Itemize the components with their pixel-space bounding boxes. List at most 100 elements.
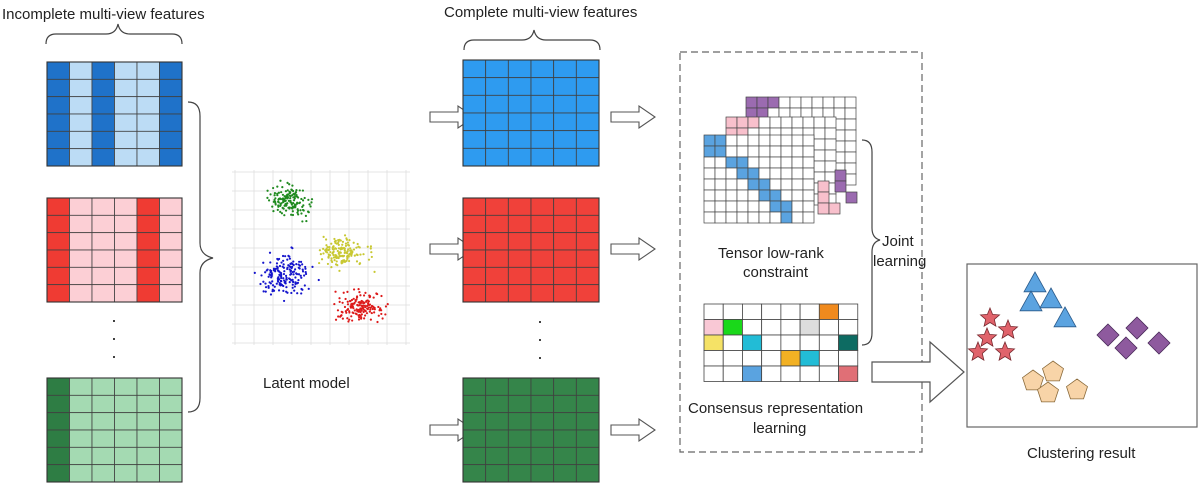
latent-point-red xyxy=(357,287,360,291)
tensor-blue-cell xyxy=(725,211,738,224)
inc-v1-cell xyxy=(91,78,115,98)
cmp-v1-cell xyxy=(485,77,509,96)
latent-point-red xyxy=(351,305,354,308)
diamond-point xyxy=(1125,316,1149,340)
cmp-v2-cell xyxy=(575,284,600,303)
latent-point-green xyxy=(286,202,289,205)
inc-v2-cell xyxy=(136,232,160,251)
latent-point-blue xyxy=(253,271,256,274)
latent-point-yellow xyxy=(353,254,356,257)
latent-point-green xyxy=(277,201,280,204)
cmp-v1-border xyxy=(462,59,600,167)
cmp-v3-cell xyxy=(507,429,532,448)
consensus-cell xyxy=(703,303,724,320)
tensor-blue-cell xyxy=(758,156,771,169)
latent-point-blue xyxy=(294,276,297,279)
latent-point-blue xyxy=(288,257,292,260)
latent-point-green xyxy=(277,198,280,201)
tensor-blue-cell xyxy=(703,200,716,213)
tensor-pink-cell xyxy=(813,160,826,173)
latent-point-blue xyxy=(288,268,291,271)
latent-point-red xyxy=(361,305,364,308)
latent-point-red xyxy=(364,314,367,317)
arrow-to-joint-2 xyxy=(610,237,656,261)
tensor-blue-cell xyxy=(769,145,782,158)
complete-view-1-matrix xyxy=(462,59,600,167)
latent-point-yellow xyxy=(346,257,349,260)
tensor-pink-cell xyxy=(813,138,826,151)
latent-point-green xyxy=(283,195,286,198)
cmp-v1-cell xyxy=(507,147,532,167)
latent-point-red xyxy=(381,317,384,320)
inc-v2-cell xyxy=(136,284,160,303)
latent-point-blue xyxy=(270,269,273,273)
latent-point-blue xyxy=(269,293,273,296)
consensus-cell xyxy=(818,319,839,336)
latent-point-blue xyxy=(278,264,282,268)
cmp-v3-cell xyxy=(462,464,487,483)
latent-point-yellow xyxy=(370,251,373,254)
cmp-v2-cell xyxy=(485,266,509,286)
inc-v2-cell xyxy=(114,232,138,251)
inc-v2-cell xyxy=(159,214,183,234)
latent-point-yellow xyxy=(341,259,344,262)
latent-point-red xyxy=(341,301,344,304)
latent-point-yellow xyxy=(346,241,349,244)
latent-point-green xyxy=(287,206,290,209)
inc-v3-cell xyxy=(114,412,138,431)
latent-point-green xyxy=(296,208,299,211)
cmp-v1-cell xyxy=(530,130,555,149)
cmp-v3-cell xyxy=(485,394,509,414)
cmp-v3-cell xyxy=(530,412,555,431)
tensor-purple-cell xyxy=(844,96,857,109)
inc-v1-cell xyxy=(114,113,138,132)
tensor-purple-cell xyxy=(811,96,824,109)
views-ellipsis-dot-2: · xyxy=(111,328,117,348)
tensor-blue-cell xyxy=(791,178,804,191)
latent-point-green xyxy=(266,189,269,192)
latent-point-blue xyxy=(267,286,270,289)
latent-point-blue xyxy=(262,280,265,283)
cmp-v1-cell xyxy=(553,147,577,167)
incomplete-view-1-matrix xyxy=(46,61,183,167)
consensus-cell xyxy=(761,365,782,382)
tensor-blue-cell xyxy=(802,200,815,213)
latent-point-green xyxy=(281,185,284,189)
latent-point-red xyxy=(369,308,372,311)
latent-point-blue xyxy=(295,273,299,276)
tensor-pink-cell xyxy=(824,138,837,151)
latent-point-red xyxy=(354,300,357,303)
latent-point-blue xyxy=(299,274,302,277)
inc-v2-cell xyxy=(91,266,115,286)
latent-point-blue xyxy=(267,275,270,278)
latent-point-blue xyxy=(276,280,280,283)
latent-point-red xyxy=(352,311,355,315)
latent-point-green xyxy=(276,194,279,197)
latent-point-green xyxy=(282,201,285,204)
inc-v2-cell xyxy=(136,266,160,286)
cmp-v3-cell xyxy=(485,446,509,466)
cmp-v1-cell xyxy=(462,112,487,132)
tensor-stack xyxy=(703,96,858,224)
latent-point-blue xyxy=(297,263,300,266)
cmp-v2-cell xyxy=(553,232,577,251)
inc-v3-cell xyxy=(114,377,138,396)
latent-point-green xyxy=(283,214,286,217)
joint-brace xyxy=(861,139,881,346)
tensor-blue-cell xyxy=(780,156,793,169)
inc-v2-cell xyxy=(69,284,93,303)
latent-model-scatter xyxy=(253,179,389,324)
inc-v3-cell xyxy=(69,412,93,431)
tensor-label-line2: constraint xyxy=(743,264,809,281)
cmp-v3-cell xyxy=(462,394,487,414)
tensor-blue-cell xyxy=(769,134,782,147)
latent-point-blue xyxy=(287,264,290,267)
consensus-cell xyxy=(722,334,743,351)
latent-point-yellow xyxy=(338,254,341,257)
latent-point-blue xyxy=(272,269,275,272)
latent-point-yellow xyxy=(325,244,328,247)
latent-point-yellow xyxy=(337,247,341,250)
triangle-point xyxy=(1019,290,1043,312)
latent-point-green xyxy=(284,209,288,212)
latent-point-green xyxy=(302,204,305,207)
